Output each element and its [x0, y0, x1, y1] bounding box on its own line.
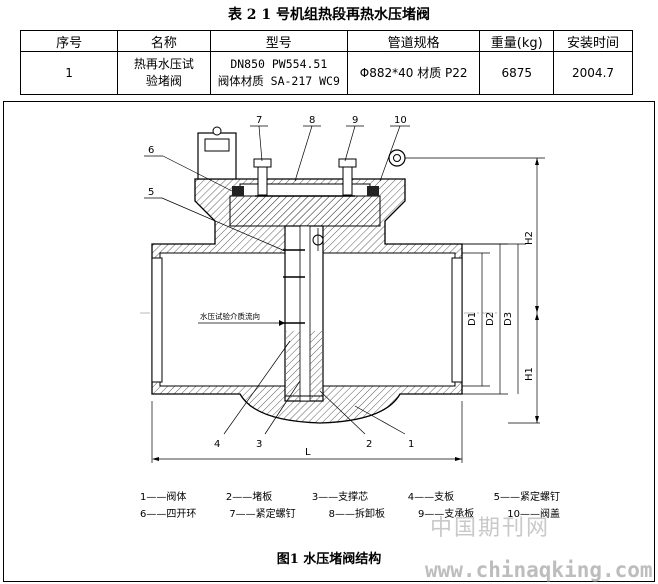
header-install-time: 安装时间 [553, 30, 633, 52]
callout-10: 10 [394, 115, 407, 126]
callout-3: 3 [256, 439, 262, 450]
dimension-labels: D1 D2 D3 H1 H2 L [305, 231, 535, 458]
watermark-url: www.chinaqking.com [425, 558, 653, 582]
dim-h1: H1 [524, 367, 535, 381]
cell-name-line2: 验堵阀 [145, 74, 182, 88]
callout-labels: 7 8 9 10 6 5 4 3 2 1 [148, 115, 414, 450]
header-no: 序号 [19, 30, 119, 52]
legend-item-9: 9——支承板 [417, 509, 475, 520]
cell-model-line1: DN850 PW554.51 [230, 57, 328, 71]
dim-d1: D1 [467, 312, 478, 326]
callout-6: 6 [148, 145, 154, 156]
valve-drawing: 水压试验介质流向 D1 D2 D3 H1 H2 L [140, 115, 545, 463]
table-title: 表 2 1 号机组热段再热水压堵阀 [227, 7, 431, 23]
callout-4: 4 [214, 439, 220, 450]
cell-no: 1 [19, 51, 119, 95]
legend-row-1: 1——阀体 2——堵板 3——支撑芯 4——支板 5——紧定螺钉 [140, 488, 560, 503]
legend-item-6: 6——四开环 [140, 509, 197, 520]
legend-item-1: 1——阀体 [140, 492, 187, 503]
cell-weight: 6875 [479, 51, 555, 95]
cell-model: DN850 PW554.51 阀体材质 SA-217 WC9 [209, 51, 348, 95]
callout-8: 8 [309, 115, 315, 126]
legend-item-5: 5——紧定螺钉 [493, 492, 560, 503]
flow-arrow: 水压试验介质流向 [198, 311, 285, 326]
dim-l: L [305, 447, 311, 458]
dim-d2: D2 [485, 312, 496, 326]
dimension-arrows [152, 158, 539, 461]
legend-item-8: 8——拆卸板 [328, 509, 385, 520]
flow-label: 水压试验介质流向 [200, 311, 260, 321]
legend-item-3: 3——支撑芯 [311, 492, 369, 503]
callout-7: 7 [256, 115, 262, 126]
watermark-cn: 中国期刊网 [430, 516, 551, 541]
table-row: 1 热再水压试 验堵阀 DN850 PW554.51 阀体材质 SA-217 W… [19, 51, 633, 95]
callout-1: 1 [408, 439, 414, 450]
header-model: 型号 [209, 30, 348, 52]
dim-d3: D3 [503, 312, 514, 326]
figure-caption: 图1 水压堵阀结构 [276, 552, 382, 567]
header-weight: 重量(kg) [479, 30, 555, 52]
legend-item-7: 7——紧定螺钉 [229, 509, 296, 520]
dimension-lines [151, 157, 545, 463]
leader-lines [144, 125, 410, 435]
legend-item-2: 2——堵板 [225, 492, 273, 503]
header-pipe-spec: 管道规格 [346, 30, 481, 52]
legend-item-4: 4——支板 [407, 492, 455, 503]
callout-9: 9 [352, 115, 358, 126]
table-header-row: 序号 名称 型号 管道规格 重量(kg) 安装时间 [19, 30, 633, 52]
cell-install-time: 2004.7 [553, 51, 633, 95]
callout-2: 2 [366, 439, 372, 450]
valve-body [151, 126, 520, 424]
legend-item-10: 10——阀盖 [507, 509, 560, 520]
figure-frame [3, 101, 655, 582]
spec-table: 序号 名称 型号 管道规格 重量(kg) 安装时间 1 热再水压试 验堵阀 DN… [19, 30, 633, 95]
callout-5: 5 [148, 187, 154, 198]
legend-row-2: 6——四开环 7——紧定螺钉 8——拆卸板 9——支承板 10——阀盖 [140, 505, 560, 520]
cell-pipe-spec: Φ882*40 材质 P22 [346, 51, 481, 95]
cell-name: 热再水压试 验堵阀 [117, 51, 211, 95]
header-name: 名称 [117, 30, 211, 52]
dim-h2: H2 [524, 231, 535, 245]
cell-name-line1: 热再水压试 [133, 57, 194, 71]
cell-model-line2: 阀体材质 SA-217 WC9 [217, 74, 340, 88]
